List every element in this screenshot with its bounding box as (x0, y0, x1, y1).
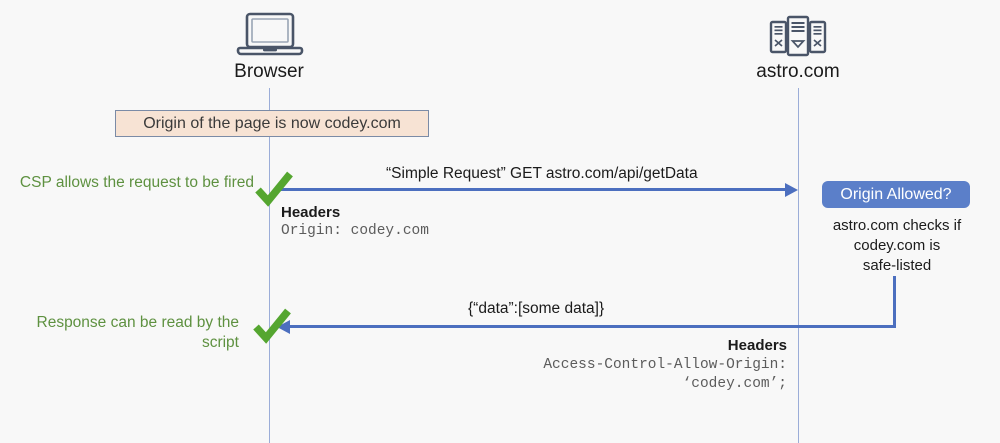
decision-elbow-vertical (893, 276, 896, 327)
response-annotation: Response can be read by the script (14, 313, 240, 353)
green-checkmark-icon-response (253, 307, 293, 347)
lifeline-browser (269, 88, 270, 443)
request-headers-value: Origin: codey.com (281, 223, 429, 239)
request-arrow-head (785, 182, 798, 197)
response-headers-value-line2: ‘codey.com’; (682, 376, 787, 392)
request-arrow-line (278, 188, 786, 191)
request-headers-title: Headers (281, 204, 341, 221)
actor-label-server: astro.com (756, 61, 840, 82)
laptop-icon (236, 10, 304, 58)
note-origin-banner: Origin of the page is now codey.com (115, 110, 429, 137)
request-annotation: CSP allows the request to be fired (19, 174, 254, 191)
decision-description-line1: astro.com checks if (832, 217, 962, 234)
green-checkmark-icon-request (255, 170, 295, 210)
response-annotation-line2: script (201, 334, 239, 351)
response-annotation-line1: Response can be read by the (36, 314, 240, 331)
actor-label-browser: Browser (234, 61, 304, 82)
decision-description-line3: safe-listed (862, 257, 932, 274)
note-origin-text: Origin of the page is now codey.com (143, 114, 401, 132)
decision-description: astro.com checks if codey.com is safe-li… (816, 216, 978, 276)
response-label: {“data”:[some data]} (468, 300, 605, 317)
response-headers-value-line1: Access-Control-Allow-Origin: (543, 357, 787, 373)
lifeline-server (798, 88, 799, 443)
response-headers-title: Headers (727, 337, 787, 354)
response-arrow-line (289, 325, 896, 328)
decision-description-line2: codey.com is (853, 237, 941, 254)
status-badge-origin-allowed[interactable]: Origin Allowed? (822, 181, 970, 208)
request-label: “Simple Request” GET astro.com/api/getDa… (386, 165, 698, 182)
response-headers-value: Access-Control-Allow-Origin: ‘codey.com’… (500, 356, 787, 394)
server-rack-icon (764, 12, 832, 60)
